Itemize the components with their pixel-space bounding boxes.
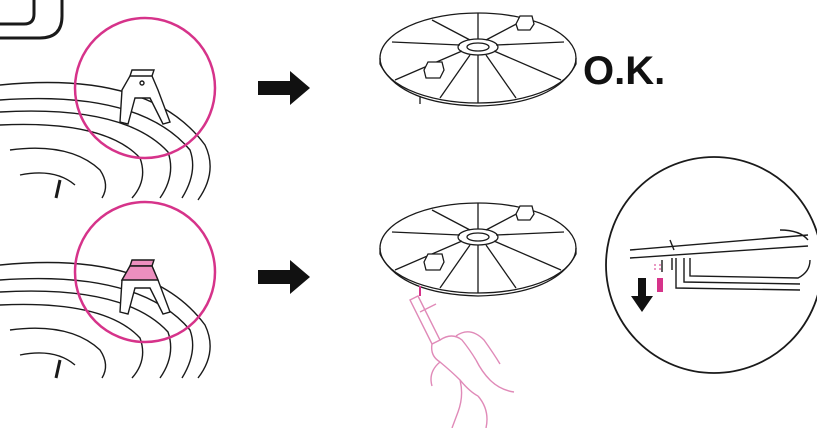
bowl-detail-bottom xyxy=(0,259,211,379)
arrow-down-icon xyxy=(631,278,653,312)
pan-icon xyxy=(0,0,64,40)
clip-pin-highlight xyxy=(657,278,663,292)
bowl-detail-top xyxy=(0,69,211,201)
hand-icon xyxy=(409,295,515,428)
arrow-right-icon xyxy=(258,71,310,105)
highlight-circle-top xyxy=(73,16,217,160)
splatter-disc-ok xyxy=(379,12,577,107)
arrow-right-icon xyxy=(258,260,310,294)
splatter-disc-remove xyxy=(379,202,577,297)
ok-label: O.K. xyxy=(583,49,665,93)
cross-section-zoom xyxy=(605,156,817,374)
highlight-circle-bottom xyxy=(73,200,217,344)
